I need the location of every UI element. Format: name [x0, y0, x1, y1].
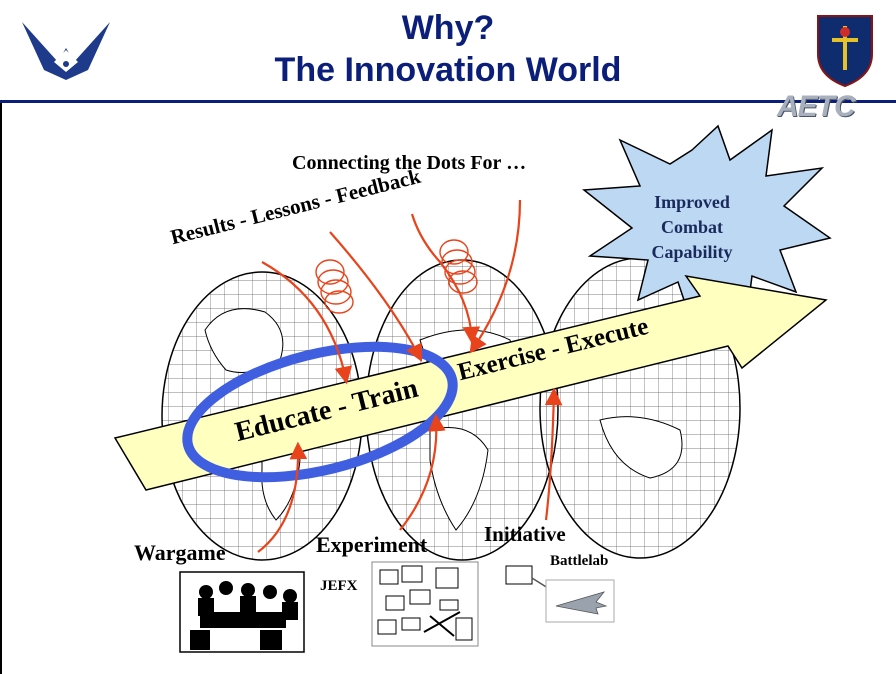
subtitle-label: Connecting the Dots For … [292, 152, 527, 174]
educate-train-oval [182, 341, 458, 483]
title-line-2: The Innovation World [274, 51, 622, 89]
left-border [0, 103, 2, 674]
aetc-logo-text: AETC [777, 90, 856, 123]
experiment-label: Experiment [316, 532, 428, 557]
goal-label: Improved Combat Capability [628, 190, 756, 265]
wargame-image [179, 571, 305, 653]
wargame-label: Wargame [134, 540, 226, 565]
progress-arrow [113, 274, 828, 491]
initiative-label: Initiative [484, 522, 566, 546]
goal-label-line-2: Combat [661, 217, 723, 237]
battlelab-label: Battlelab [550, 553, 609, 569]
title-line-1: Why? [401, 9, 495, 47]
battlelab-image [505, 565, 615, 623]
goal-label-line-3: Capability [651, 242, 733, 262]
goal-label-line-1: Improved [654, 192, 730, 212]
header-rule [0, 100, 896, 103]
feedback-spirals [315, 239, 478, 314]
jefx-label: JEFX [320, 578, 358, 594]
aetc-shield-icon [817, 15, 873, 88]
source-arrows [257, 387, 563, 553]
jefx-image [371, 561, 479, 647]
air-force-logo-icon [22, 22, 110, 80]
feedback-arrows [261, 199, 522, 385]
